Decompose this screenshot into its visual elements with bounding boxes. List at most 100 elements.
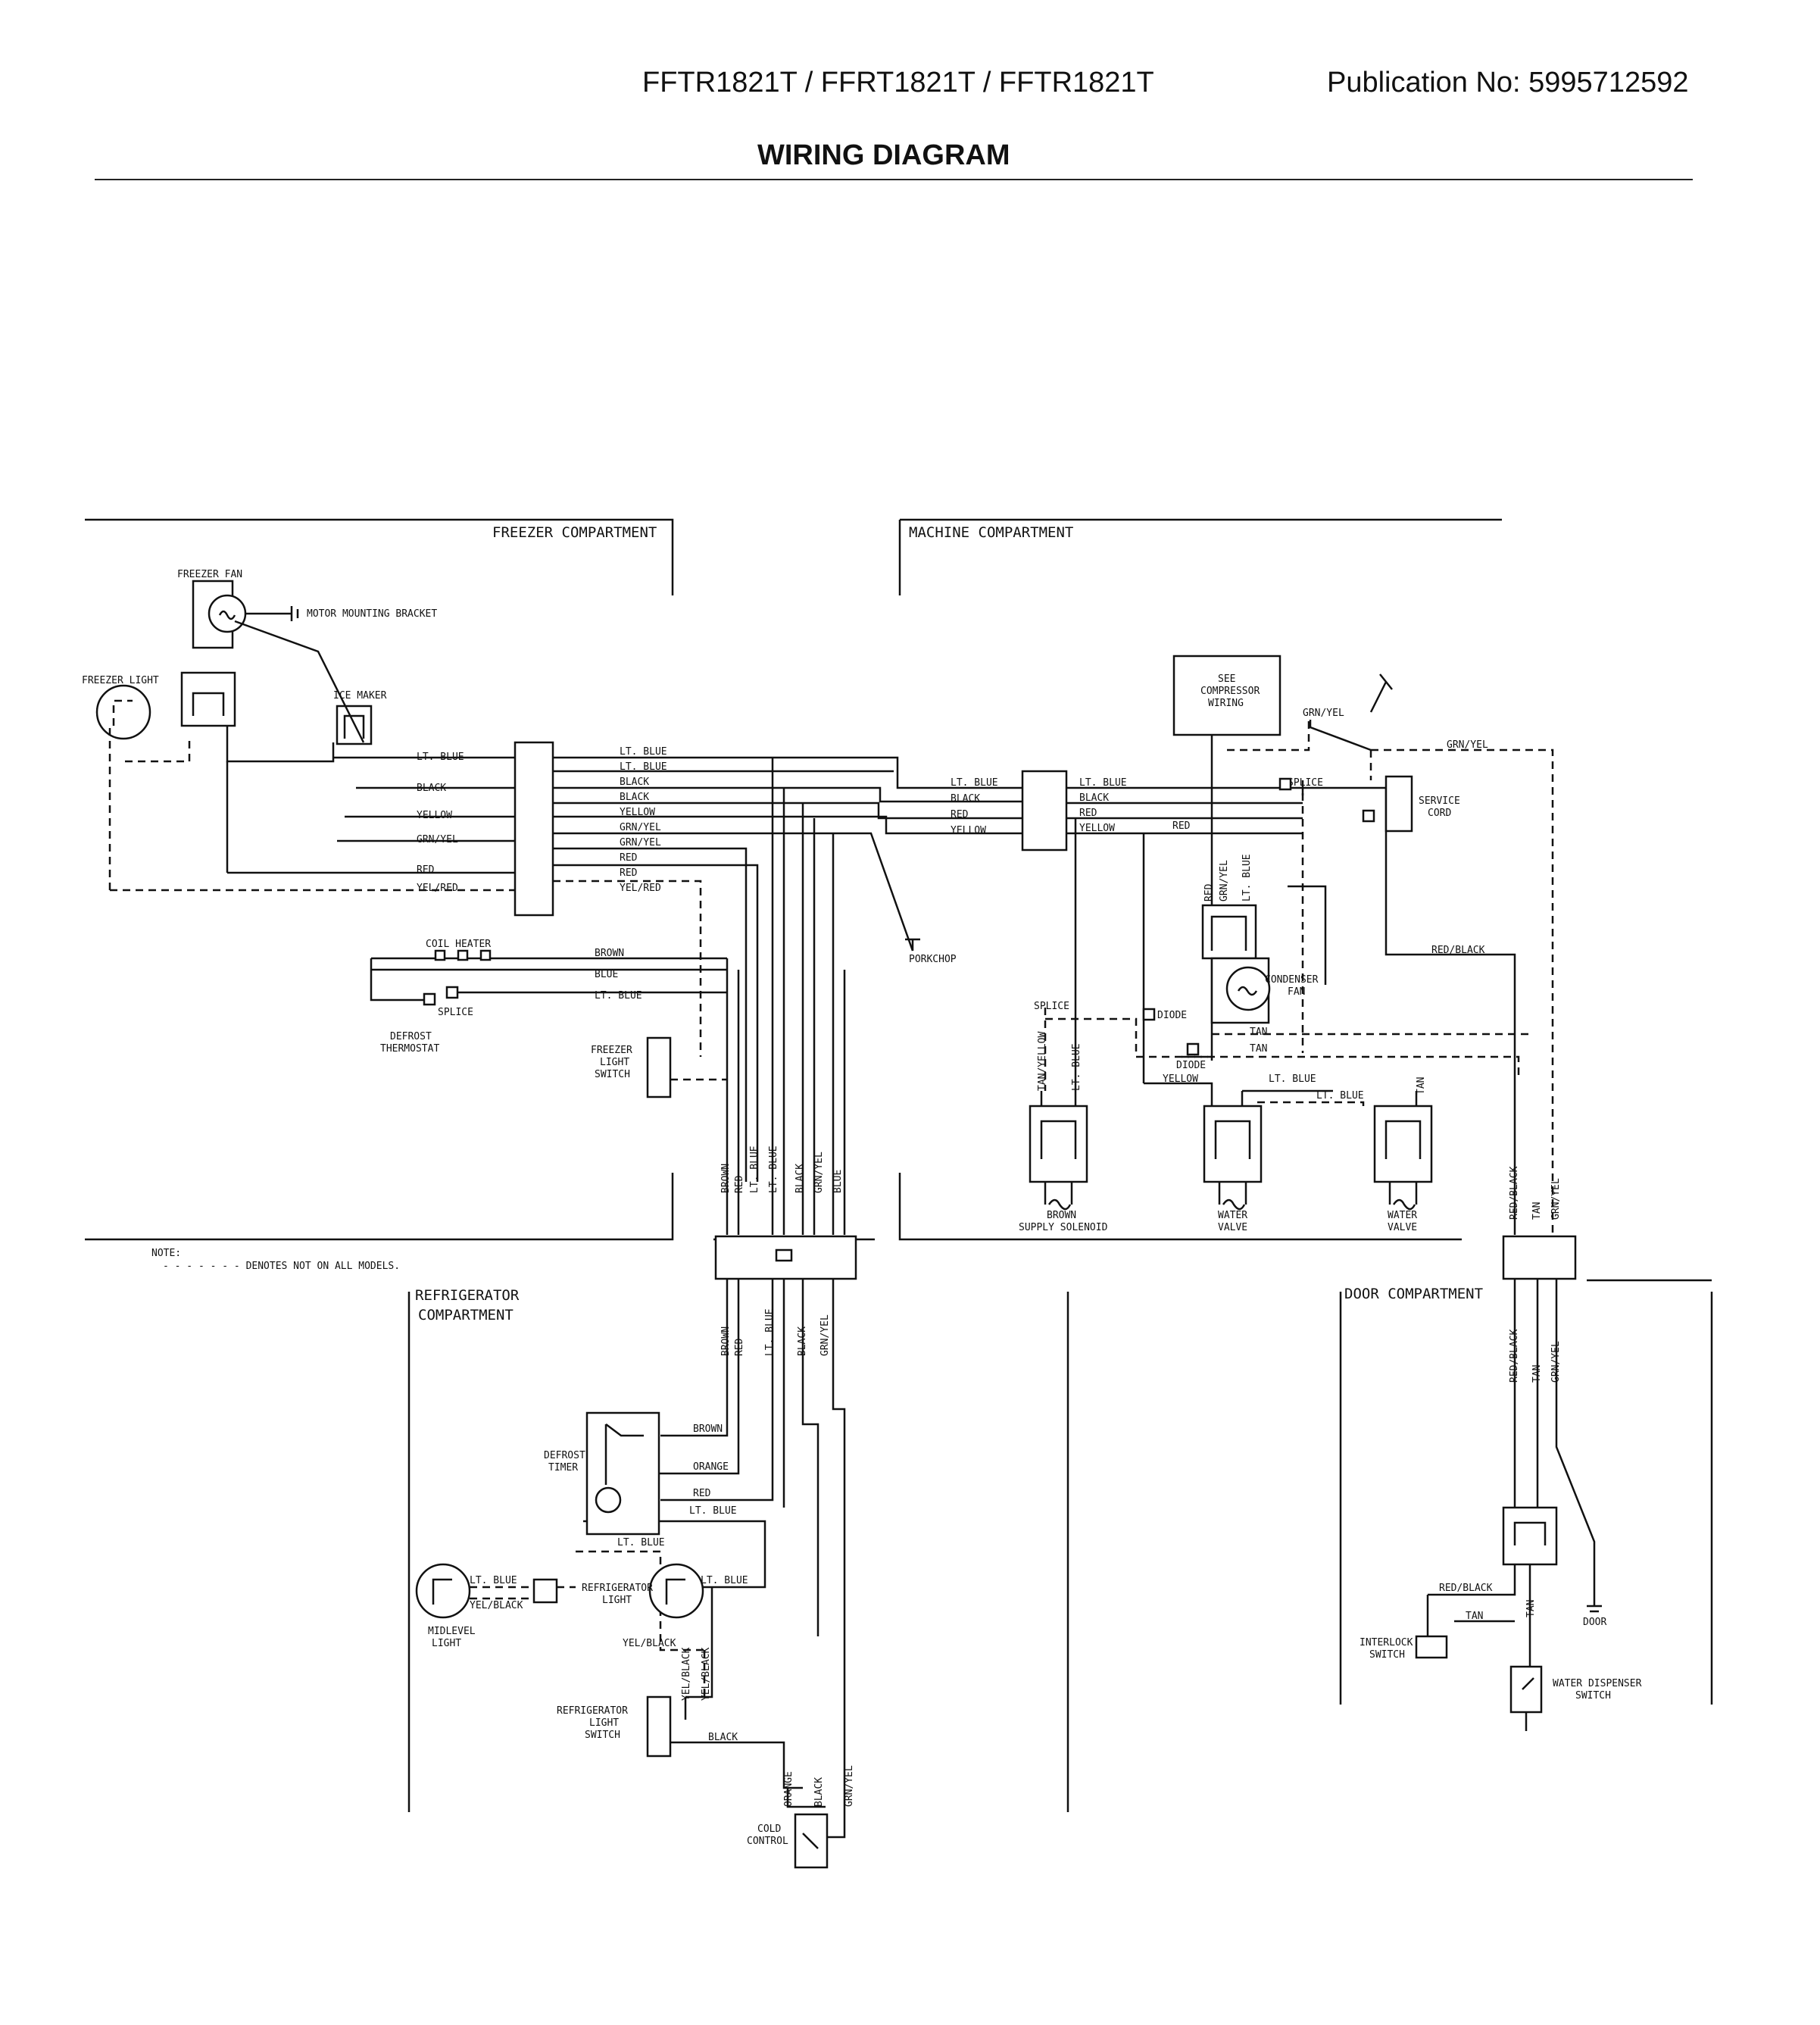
wire-label-red-6: RED [1172, 820, 1191, 832]
refrigerator-light-switch-icon [646, 1695, 672, 1758]
supply-solenoid-label-2: SUPPLY SOLENOID [1019, 1222, 1108, 1233]
condenser-fan-label-2: FAN [1288, 986, 1305, 998]
see-compressor-label-2: COMPRESSOR [1200, 686, 1260, 697]
water-valve-label: WATER [1218, 1210, 1247, 1221]
water-valve-2-label: WATER [1388, 1210, 1417, 1221]
door-connector [1502, 1506, 1558, 1566]
wire-label-yellow-2: YELLOW [620, 807, 655, 818]
vlabel-brown-2: BROWN [720, 1327, 732, 1356]
vlabel-tan-2: TAN [1531, 1202, 1543, 1220]
vlabel-grnyel-5: GRN/YEL [1550, 1341, 1562, 1383]
see-compressor-label: SEE [1218, 673, 1235, 685]
water-valve-label-2: VALVE [1218, 1222, 1247, 1233]
vlabel-tanyellow-1: TAN/YELLOW [1037, 1032, 1048, 1091]
wire-label-tan-3: TAN [1466, 1611, 1483, 1622]
water-dispenser-switch-label: WATER DISPENSER [1553, 1678, 1642, 1689]
defrost-timer-label-2: TIMER [548, 1462, 578, 1473]
wire-label-yelblack-1: YEL/BLACK [470, 1600, 523, 1611]
door-compartment-label: DOOR COMPARTMENT [1344, 1286, 1483, 1302]
wire-label-brown-2: BROWN [693, 1423, 723, 1435]
motor-mounting-bracket-label: MOTOR MOUNTING BRACKET [307, 608, 437, 620]
wire-label-yelblack-2: YEL/BLACK [623, 1638, 676, 1649]
vlabel-grnyel-2: GRN/YEL [819, 1314, 831, 1356]
refrigerator-light-label: REFRIGERATOR [582, 1583, 653, 1594]
ice-maker-label: ICE MAKER [333, 690, 387, 702]
machine-lower-wires [1040, 1017, 1530, 1106]
publication-number: Publication No: 5995712592 [1327, 67, 1689, 98]
vlabel-tan-1: TAN [1416, 1077, 1427, 1095]
wire-label-ltblue-6: LT. BLUE [951, 777, 998, 789]
freezer-light-switch-label-2: LIGHT [600, 1057, 629, 1068]
vlabel-ltblue-5: LT. BLUE [1241, 854, 1253, 902]
vlabel-yelblack-1: YEL/BLACK [681, 1647, 692, 1701]
freezer-fan-plug [192, 692, 225, 716]
vlabel-grnyel-3: GRN/YEL [1219, 860, 1230, 902]
freezer-light-switch-label: FREEZER [591, 1045, 632, 1056]
vlabel-ltblue-4: LT. BLUE [1071, 1043, 1082, 1091]
porkchop-label: PORKCHOP [909, 954, 957, 965]
wire-label-yellow-4: YELLOW [951, 825, 986, 836]
freezer-harness-connector [514, 741, 554, 917]
coil-heater-label: COIL HEATER [426, 939, 491, 950]
wire-label-yellow-1: YELLOW [417, 810, 452, 821]
refrigerator-light-switch-label: REFRIGERATOR [557, 1705, 628, 1717]
condenser-fan-icon [1201, 904, 1271, 1024]
service-cord-icon [1362, 775, 1413, 833]
page-title: WIRING DIAGRAM [757, 139, 1010, 171]
machine-compartment-label: MACHINE COMPARTMENT [909, 524, 1073, 541]
wire-label-tan-2: TAN [1250, 1043, 1267, 1055]
note-text: - - - - - - - DENOTES NOT ON ALL MODELS. [163, 1261, 400, 1272]
freezer-harness-wires [108, 620, 1022, 1182]
coil-heater-circuit [370, 949, 727, 1006]
vlabel-yelblack-2: YEL/BLACK [701, 1647, 712, 1701]
machine-wires [1044, 720, 1554, 1235]
cold-control-label: COLD [757, 1823, 781, 1835]
wire-label-yellow-5: YELLOW [1163, 1073, 1198, 1085]
wire-label-red-4: RED [1079, 808, 1097, 819]
vlabel-black-3: BLACK [813, 1777, 825, 1807]
wire-label-grnyel-3: GRN/YEL [620, 837, 661, 848]
defrost-thermostat-label-2: THERMOSTAT [380, 1043, 439, 1055]
vlabel-ltblue-3: LT. BLUE [764, 1308, 776, 1356]
wire-label-red-1: RED [417, 864, 435, 876]
note-label: NOTE: [151, 1248, 181, 1259]
door-wires [1426, 1279, 1596, 1667]
wire-label-tan-1: TAN [1250, 1027, 1267, 1038]
vlabel-red-1: RED [734, 1175, 745, 1193]
porkchop-ground-icon [905, 938, 920, 951]
vlabel-tan-4: TAN [1525, 1600, 1537, 1617]
defrost-timer-label: DEFROST [544, 1450, 585, 1461]
condenser-fan-label: CONDENSER [1265, 974, 1319, 986]
wire-label-ltblue-8: LT. BLUE [1316, 1090, 1364, 1102]
wire-label-ltblue-10: LT. BLUE [617, 1537, 665, 1548]
wire-label-ltblue-5: LT. BLUE [1079, 777, 1127, 789]
diode-icon [1142, 1008, 1156, 1021]
wire-label-red-7: RED [693, 1488, 711, 1499]
refrigerator-compartment-label: REFRIGERATOR [415, 1287, 520, 1304]
interlock-switch-label-2: SWITCH [1369, 1649, 1405, 1661]
refrigerator-light-switch-label-2: LIGHT [589, 1717, 619, 1729]
vlabel-blue-1: BLUE [832, 1170, 844, 1193]
freezer-light-bulb-icon [95, 684, 151, 740]
service-cord-label: SERVICE [1419, 795, 1460, 807]
midlevel-light-label: MIDLEVEL [428, 1626, 476, 1637]
refrigerator-wires [576, 1279, 846, 1839]
cold-control-icon [794, 1813, 829, 1869]
freezer-light-switch-label-3: SWITCH [595, 1069, 630, 1080]
ground-plug-icon [1369, 673, 1393, 713]
ice-maker-icon [336, 705, 373, 745]
defrost-timer-icon [585, 1411, 660, 1536]
freezer-fan-label: FREEZER FAN [177, 569, 242, 580]
vlabel-ltblue-2: LT. BLUE [768, 1145, 779, 1193]
midlevel-light-label-2: LIGHT [432, 1638, 461, 1649]
wire-label-redblack-1: RED/BLACK [1431, 945, 1485, 956]
defrost-thermostat-label: DEFROST [390, 1031, 432, 1042]
wire-label-black-6: BLACK [708, 1732, 738, 1743]
wire-label-orange-1: ORANGE [693, 1461, 729, 1473]
splice-label-2: SPLICE [1288, 777, 1323, 789]
cold-control-label-2: CONTROL [747, 1836, 788, 1847]
door-label: DOOR [1583, 1617, 1606, 1628]
diode-label-2: DIODE [1176, 1060, 1206, 1071]
vlabel-brown-1: BROWN [720, 1164, 732, 1193]
compartment-borders [85, 518, 1713, 1812]
